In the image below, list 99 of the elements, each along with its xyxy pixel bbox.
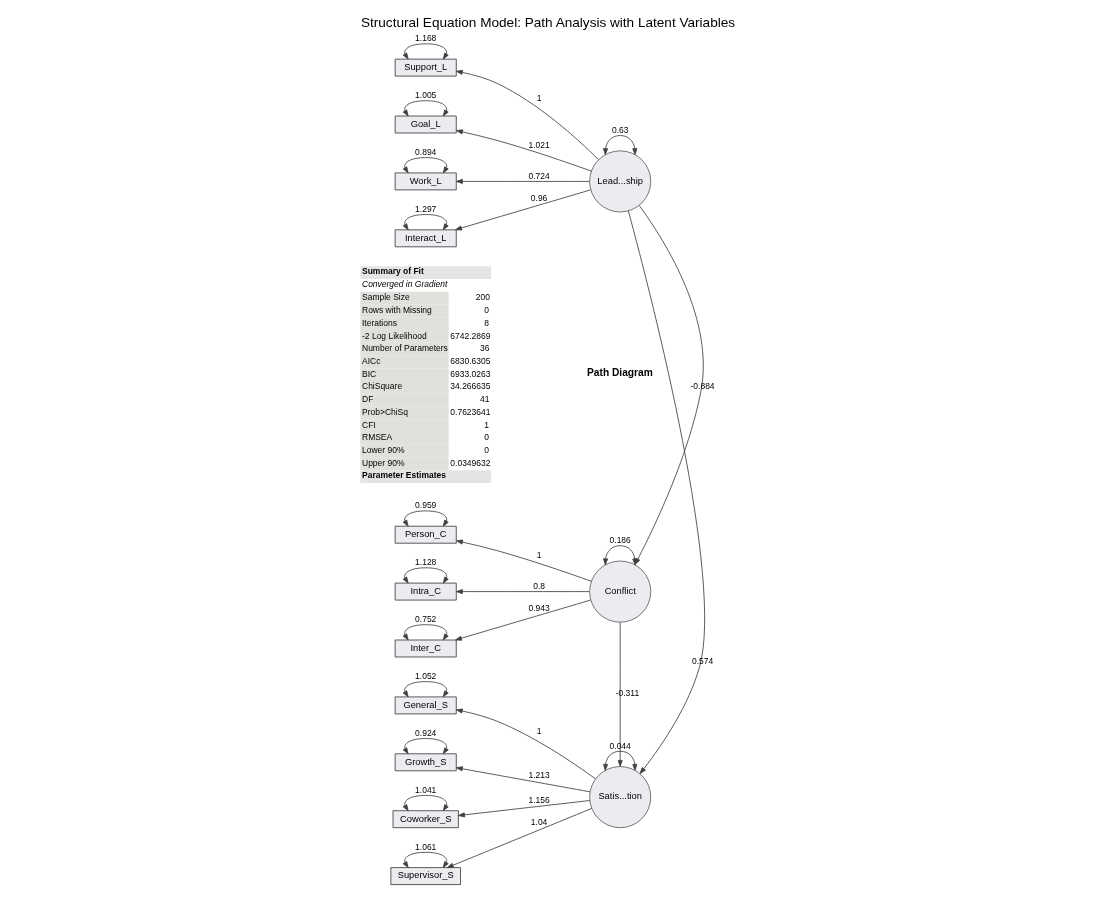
arrow xyxy=(455,708,596,780)
diagram-title: Structural Equation Model: Path Analysis with Latent Variables xyxy=(360,14,736,30)
edge-label: 1.021 xyxy=(528,140,550,151)
arrow xyxy=(456,539,592,582)
label: Number of Parameters xyxy=(362,343,448,354)
label: ChiSquare xyxy=(362,381,403,392)
node-box: Coworker_S xyxy=(392,810,459,829)
edge-label: 0.96 xyxy=(530,192,548,203)
label: 34.266635 xyxy=(450,381,491,392)
arrow xyxy=(402,100,449,117)
edge-label: 0.924 xyxy=(415,727,437,738)
arrow xyxy=(402,567,449,584)
label: AICc xyxy=(362,356,381,366)
edge-label: 0.63 xyxy=(611,125,629,135)
edge-label: 1.005 xyxy=(415,90,437,101)
arrow xyxy=(456,178,590,184)
node-box: Inter_C xyxy=(394,639,457,658)
edge-label: 1 xyxy=(536,92,542,103)
label: Prob>ChiSq xyxy=(362,406,409,417)
node-box: Growth_S xyxy=(394,753,457,772)
label: DF xyxy=(362,394,374,405)
edge-label: 0.752 xyxy=(415,614,437,625)
arrow xyxy=(456,589,590,595)
edge-label: 1.213 xyxy=(528,770,550,781)
edge-label: 1.168 xyxy=(415,33,437,44)
arrow xyxy=(402,510,449,527)
node-box: Support_L xyxy=(394,58,457,77)
label: 1 xyxy=(484,419,490,430)
edge-label: 0.8 xyxy=(533,581,545,592)
edge-label: 0.894 xyxy=(415,147,437,158)
edge-label: 1.041 xyxy=(415,784,437,795)
label: Parameter Estimates xyxy=(362,469,446,480)
arrow xyxy=(603,750,638,771)
node-box: General_S xyxy=(394,696,457,715)
label: Path Diagram xyxy=(587,366,653,378)
edge-label: 1.061 xyxy=(415,841,437,852)
label: CFI xyxy=(362,419,376,430)
edge-label: 0.724 xyxy=(528,170,550,181)
label: 0 xyxy=(484,305,490,316)
arrow xyxy=(456,766,591,793)
arrow xyxy=(402,157,449,174)
arrow xyxy=(455,69,600,161)
label: 0 xyxy=(484,445,490,456)
label: Rows with Missing xyxy=(362,305,432,316)
node-box: Supervisor_S xyxy=(390,867,461,885)
arrow xyxy=(402,851,449,868)
arrow xyxy=(603,545,638,566)
node-box: Work_L xyxy=(394,172,457,191)
arrow xyxy=(446,808,593,868)
label: 0 xyxy=(484,432,490,443)
node-box: Person_C xyxy=(394,525,457,544)
label: 0.7623641 xyxy=(450,406,491,417)
label: Upper 90% xyxy=(362,457,405,468)
arrow xyxy=(455,189,591,231)
edge-label: 0.959 xyxy=(415,500,437,511)
label: Summary of Fit xyxy=(362,265,424,276)
node-box: Goal_L xyxy=(394,115,457,134)
edge-label: 1.052 xyxy=(415,671,437,682)
label: -2 Log Likelihood xyxy=(362,330,427,341)
label: 6742.2869 xyxy=(450,330,491,341)
label: 200 xyxy=(475,292,490,303)
label: Lower 90% xyxy=(362,445,405,456)
arrow xyxy=(402,738,449,755)
label: 6830.6305 xyxy=(450,356,491,366)
arrow xyxy=(617,621,623,767)
arrow xyxy=(456,129,592,172)
label: 6933.0263 xyxy=(450,368,491,379)
edge-label: 0.186 xyxy=(609,535,631,546)
arrow xyxy=(402,43,449,60)
label: Converged in Gradient xyxy=(362,278,448,289)
label: 41 xyxy=(480,394,490,405)
arrow xyxy=(458,800,591,818)
edge-label: 1.156 xyxy=(528,795,550,806)
label: RMSEA xyxy=(362,432,393,443)
edge-label: 1 xyxy=(536,550,542,561)
label: 0.0349632 xyxy=(450,457,491,468)
arrow xyxy=(402,795,449,812)
arrow xyxy=(402,214,449,231)
arrow xyxy=(402,681,449,698)
arrow xyxy=(402,624,449,641)
node-box: Interact_L xyxy=(394,229,457,248)
arrow xyxy=(455,599,591,641)
edge-label: -0.311 xyxy=(615,688,640,699)
edge-label: 1.128 xyxy=(415,557,437,568)
edge-label: 1 xyxy=(536,726,542,737)
label: BIC xyxy=(362,368,377,379)
label: Sample Size xyxy=(362,292,410,303)
arrow xyxy=(628,210,705,774)
edge-label: 1.04 xyxy=(530,817,548,828)
edge-label: 1.297 xyxy=(415,203,437,214)
arrow xyxy=(603,135,638,155)
edge-label: 0.574 xyxy=(691,656,714,667)
label: 36 xyxy=(480,343,490,354)
node-box: Intra_C xyxy=(394,582,457,601)
label: 8 xyxy=(484,317,490,328)
edge-label: -0.884 xyxy=(690,381,715,392)
edge-label: 0.943 xyxy=(528,603,550,614)
edge-label: 0.044 xyxy=(609,740,631,751)
label: Iterations xyxy=(362,317,397,328)
